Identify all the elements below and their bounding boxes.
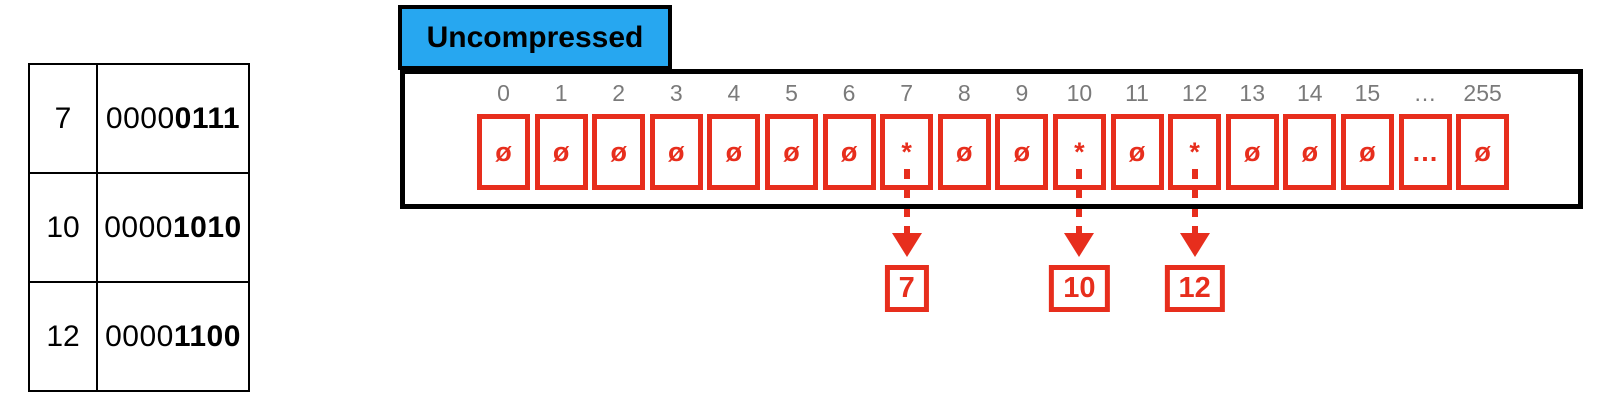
bits-prefix: 0000: [104, 210, 173, 244]
value-cell: 10: [30, 174, 98, 281]
array-cell: ø: [1283, 114, 1337, 190]
array-cell: ø: [477, 114, 530, 190]
bits-prefix: 0000: [105, 319, 174, 353]
index-label: 14: [1297, 80, 1323, 106]
cell-symbol: *: [1189, 136, 1200, 167]
index-label: 11: [1125, 80, 1149, 106]
pointer-value-box: 7: [884, 265, 929, 312]
arrow-dashed-line: [1076, 169, 1083, 233]
index-label: 8: [957, 80, 971, 106]
cell-symbol: ø: [783, 136, 800, 167]
array-cell: ø: [592, 114, 646, 190]
array-cell: ø: [707, 114, 761, 190]
cell-symbol: ø: [1243, 136, 1261, 167]
array-cell: ø: [1225, 114, 1279, 190]
bits-prefix: 0000: [105, 101, 175, 135]
array-cell: …: [1398, 114, 1452, 190]
cell-symbol: ø: [1013, 136, 1031, 167]
cell-symbol: ø: [610, 136, 627, 167]
index-label: 6: [842, 80, 856, 106]
cell-symbol: *: [901, 136, 912, 167]
cell-symbol: ø: [1474, 136, 1491, 167]
cell-symbol: ø: [840, 136, 858, 167]
index-label: 4: [727, 80, 741, 106]
cell-symbol: ø: [668, 136, 685, 167]
index-label: 13: [1239, 80, 1266, 106]
cell-symbol: ø: [552, 136, 570, 167]
bits-suffix: 0111: [174, 101, 241, 135]
index-label: 9: [1015, 80, 1029, 106]
array-cell: *7: [880, 114, 934, 312]
cell-symbol: ø: [495, 136, 512, 167]
cell-symbol: ø: [725, 136, 743, 167]
cell-symbol: ø: [1359, 136, 1376, 167]
index-label: 10: [1066, 80, 1093, 106]
array-cell: ø: [1110, 114, 1164, 190]
value-cell: 12: [30, 283, 98, 390]
index-label: 7: [900, 80, 914, 106]
array-cell: * 10: [1049, 114, 1110, 312]
arrow-dashed-line: [1191, 169, 1198, 233]
uncompressed-label: Uncompressed: [398, 5, 672, 70]
index-label: 12: [1181, 80, 1208, 106]
array-cell: ø: [534, 114, 588, 190]
cell-symbol: ø: [956, 136, 973, 167]
array-cell: ø: [649, 114, 703, 190]
array-cell: ø: [822, 114, 876, 190]
arrow-head-icon: [891, 233, 922, 257]
index-label: 15: [1354, 80, 1381, 106]
array-cell: ø: [995, 114, 1049, 190]
index-label: 5: [785, 80, 798, 106]
index-label: 2: [612, 80, 626, 106]
arrow-head-icon: [1179, 233, 1210, 257]
arrow-dashed-line: [903, 169, 910, 233]
cell-symbol: ø: [1128, 136, 1146, 167]
arrow-head-icon: [1064, 233, 1095, 257]
index-label: 3: [669, 80, 683, 106]
index-label: 1: [554, 80, 568, 106]
bits-suffix: 1010: [173, 210, 242, 244]
array-cell: ø: [937, 114, 991, 190]
cell-symbol: *: [1074, 136, 1085, 167]
index-label: 255: [1463, 80, 1502, 106]
value-cell: 7: [30, 65, 98, 172]
pointer-value-box: 10: [1049, 265, 1110, 312]
index-label: 0: [497, 80, 510, 106]
cell-symbol: ø: [1301, 136, 1319, 167]
array-cell: ø: [1340, 114, 1394, 190]
array-cell: ø: [764, 114, 818, 190]
array-cell: ø: [1456, 114, 1510, 190]
pointer-value-box: 12: [1164, 265, 1225, 312]
index-label: …: [1413, 80, 1437, 106]
bits-suffix: 1100: [173, 319, 241, 353]
cell-symbol: …: [1411, 136, 1439, 167]
array-cell: * 12: [1164, 114, 1225, 312]
